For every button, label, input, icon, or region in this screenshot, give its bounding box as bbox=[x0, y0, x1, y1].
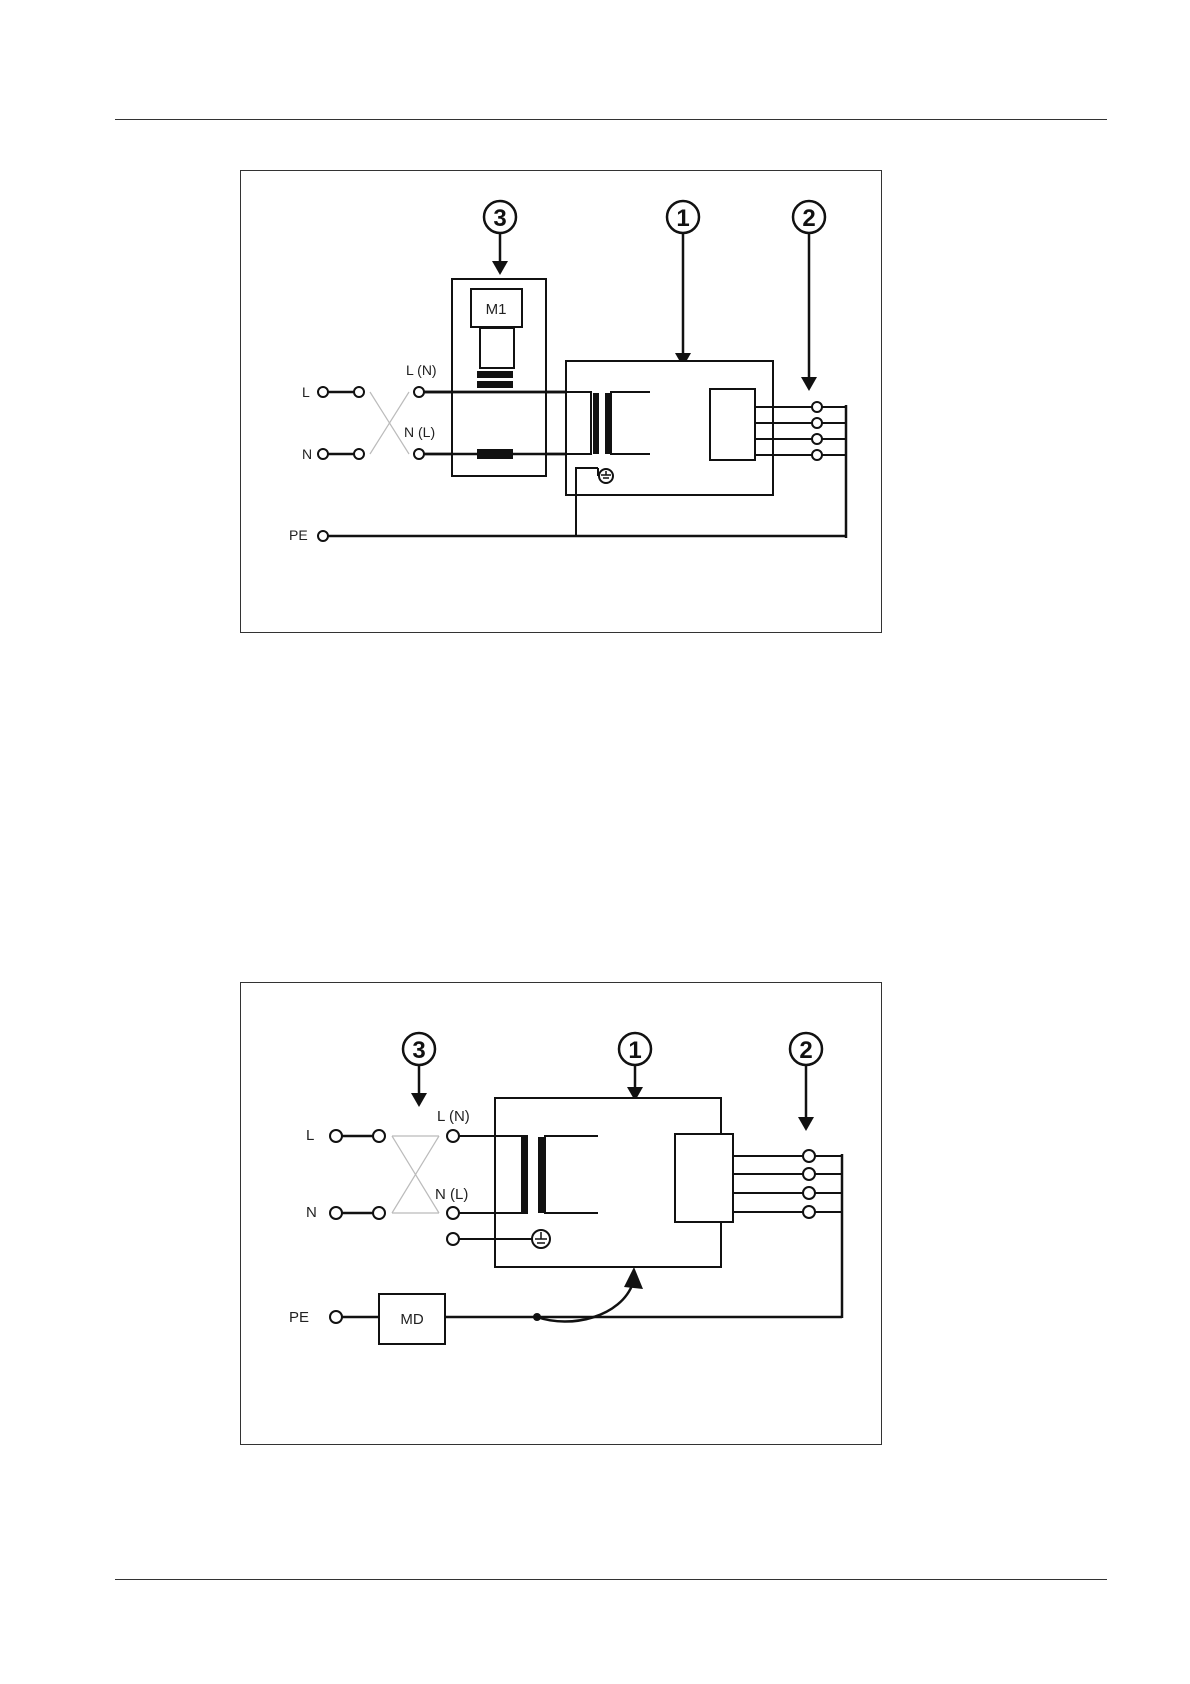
terminal-l bbox=[330, 1130, 342, 1142]
svg-text:1: 1 bbox=[628, 1037, 641, 1064]
diagram-figure-2: 3 1 2 L N PE L (N) N (L) bbox=[240, 982, 882, 1445]
svg-text:2: 2 bbox=[802, 205, 815, 232]
switch-label-bottom: N (L) bbox=[404, 424, 435, 440]
callout-2: 2 bbox=[793, 201, 825, 391]
callout-1: 1 bbox=[667, 201, 699, 367]
callout-2: 2 bbox=[790, 1033, 822, 1131]
terminal-label-n: N bbox=[302, 446, 312, 462]
callout-3: 3 bbox=[403, 1033, 435, 1107]
svg-text:3: 3 bbox=[412, 1037, 425, 1064]
terminal-label-n: N bbox=[306, 1204, 317, 1221]
svg-text:2: 2 bbox=[799, 1037, 812, 1064]
terminal-label-pe: PE bbox=[289, 1309, 309, 1326]
terminal-pe bbox=[330, 1311, 342, 1323]
switch-label-top: L (N) bbox=[406, 362, 437, 378]
md-device-label: MD bbox=[400, 1311, 423, 1328]
meter-m1-label: M1 bbox=[486, 301, 507, 318]
terminal-label-pe: PE bbox=[289, 527, 308, 543]
callout-1: 1 bbox=[619, 1033, 651, 1101]
header-rule bbox=[115, 119, 1107, 120]
terminal-l bbox=[318, 387, 328, 397]
output-module bbox=[675, 1134, 733, 1222]
svg-text:3: 3 bbox=[493, 205, 506, 232]
switch-label-bottom: N (L) bbox=[435, 1186, 468, 1203]
terminal-n bbox=[318, 449, 328, 459]
footer-rule bbox=[115, 1579, 1107, 1580]
callout-3: 3 bbox=[484, 201, 516, 275]
svg-text:1: 1 bbox=[676, 205, 689, 232]
terminal-label-l: L bbox=[302, 384, 310, 400]
terminal-pe bbox=[318, 531, 328, 541]
terminal-n bbox=[330, 1207, 342, 1219]
terminal-label-l: L bbox=[306, 1127, 314, 1144]
switch-label-top: L (N) bbox=[437, 1108, 470, 1125]
output-module bbox=[710, 389, 755, 460]
wiring-diagram-2: 3 1 2 L N PE L (N) N (L) bbox=[241, 983, 883, 1446]
diagram-figure-1: 3 1 2 L N PE L (N) N (L) bbox=[240, 170, 882, 633]
wiring-diagram-1: 3 1 2 L N PE L (N) N (L) bbox=[241, 171, 883, 634]
